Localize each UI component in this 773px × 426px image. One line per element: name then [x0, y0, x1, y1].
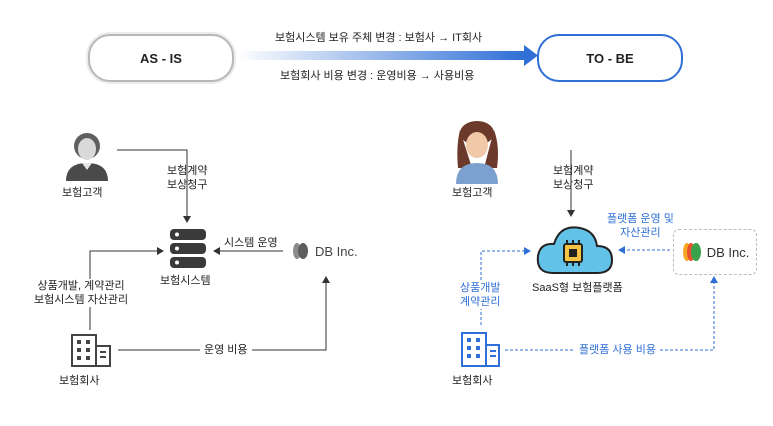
left-db-logo: DB Inc. — [291, 242, 358, 260]
right-contract-label: 보험계약 보상청구 — [553, 165, 594, 191]
left-contract-label: 보험계약 보상청구 — [167, 165, 208, 191]
left-company-building-icon — [71, 334, 111, 367]
left-cost-connector — [118, 276, 330, 351]
left-system-server-icon — [170, 229, 206, 268]
right-company-building-icon — [461, 332, 500, 367]
left-contract-connector — [117, 149, 191, 223]
as-is-label: AS - IS — [140, 50, 182, 66]
right-usage-cost-label: 플랫폼 사용 비용 — [575, 343, 660, 357]
to-be-pill: TO - BE — [537, 34, 683, 82]
right-usage-cost-connector — [505, 276, 718, 351]
right-platform-cloud-icon — [536, 226, 614, 274]
left-system-label: 보험시스템 — [160, 275, 211, 287]
left-customer-person-icon — [66, 133, 108, 181]
left-system-operation-label: 시스템 운영 — [224, 237, 278, 249]
right-dev-connector — [480, 247, 531, 325]
left-customer-label: 보험고객 — [62, 187, 103, 199]
left-operation-cost-label: 운영 비용 — [200, 343, 252, 357]
to-be-label: TO - BE — [586, 50, 634, 66]
right-db-logo: DB Inc. — [681, 242, 749, 262]
left-dev-label: 상품개발, 계약관리 보험시스템 자산관리 — [34, 279, 129, 307]
db-color-mark-icon — [682, 243, 701, 261]
right-platform-label: SaaS형 보험플랫폼 — [532, 282, 623, 294]
right-dev-label: 상품개발 계약관리 — [460, 281, 501, 309]
as-is-pill: AS - IS — [88, 34, 234, 82]
right-company-label: 보험회사 — [452, 375, 493, 387]
right-customer-label: 보험고객 — [452, 187, 493, 199]
right-db-logo-box: DB Inc. — [673, 229, 757, 275]
owner-change-text: 보험시스템 보유 주체 변경 : 보험사 → IT회사 — [275, 32, 483, 44]
right-customer-person-icon — [456, 121, 498, 184]
left-company-label: 보험회사 — [59, 375, 100, 387]
right-platform-ops-label: 플랫폼 운영 및 자산관리 — [607, 213, 674, 239]
db-mark-icon — [293, 243, 308, 259]
transition-arrow — [236, 45, 538, 66]
cost-change-text: 보험회사 비용 변경 : 운영비용 → 사용비용 — [280, 70, 475, 82]
